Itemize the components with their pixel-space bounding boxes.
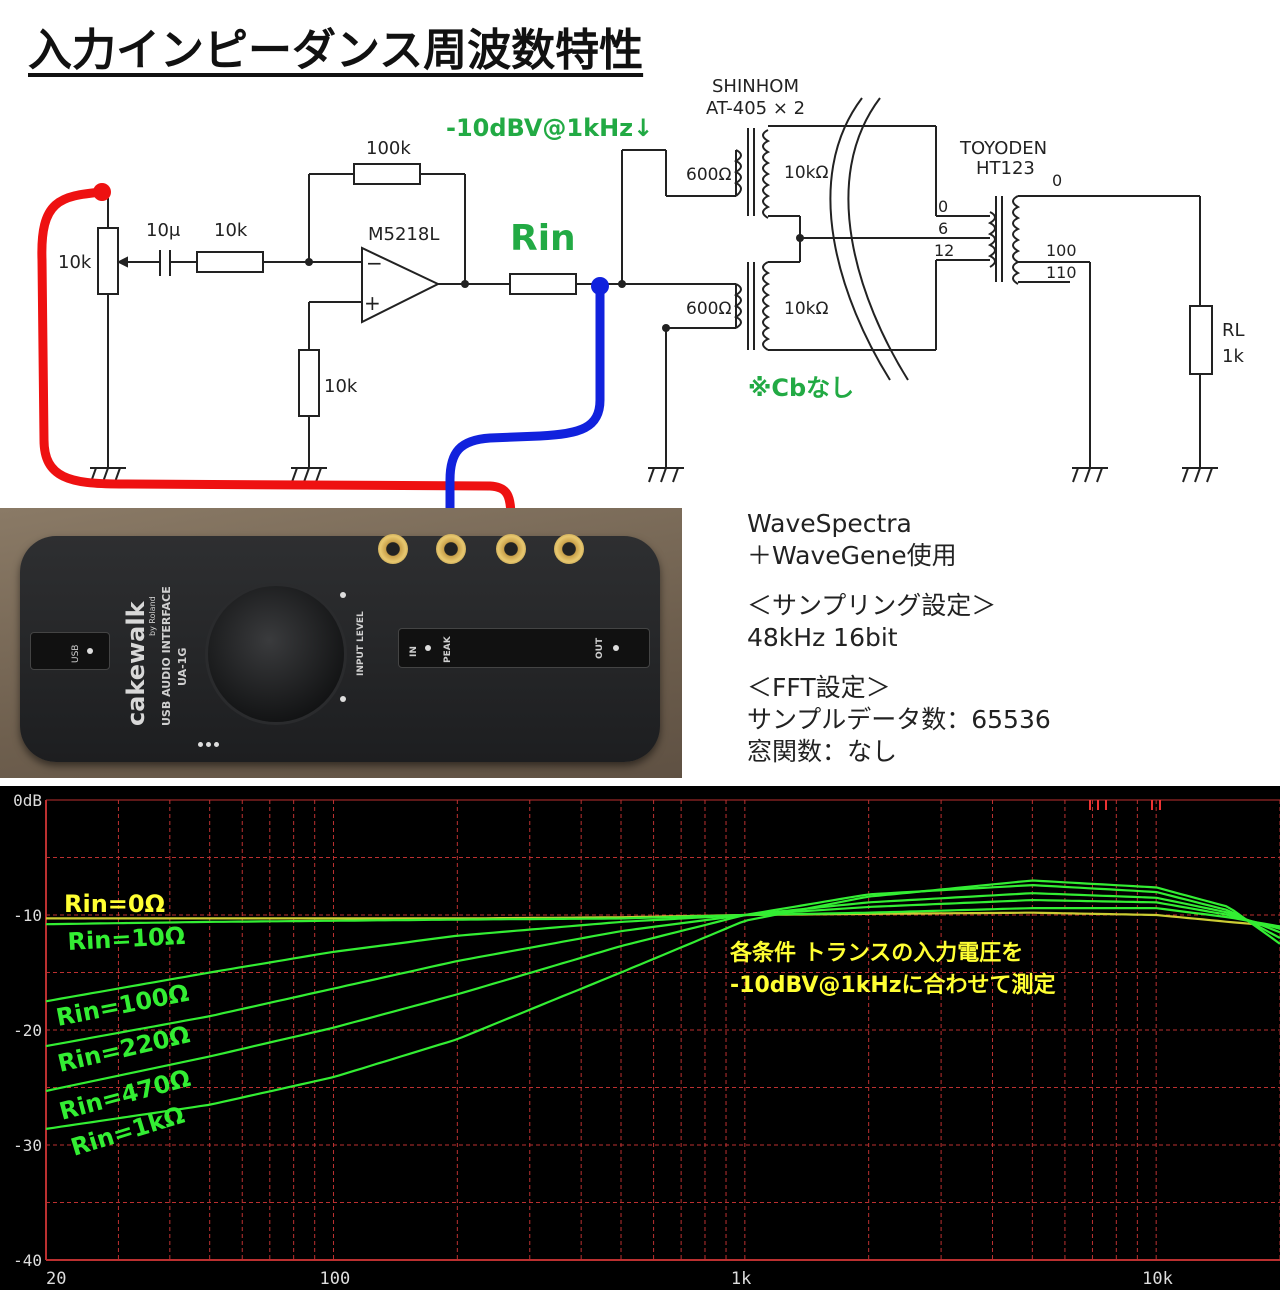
series-line: [45, 906, 1280, 928]
resistor-10k-in: [196, 251, 264, 273]
rfb-label: 100k: [366, 138, 411, 159]
resistor-rin: [509, 273, 577, 295]
measurement-notes: WaveSpectra ＋WaveGene使用 ＜サンプリング設定＞ 48kHz…: [747, 508, 1051, 768]
audio-interface-body: USB cakewalk by Roland USB AUDIO INTERFA…: [20, 534, 660, 762]
y-tick-label: -10: [13, 906, 42, 925]
note-line: 48kHz 16bit: [747, 623, 898, 652]
chart-annotation: 各条件 トランスの入力電圧を: [729, 940, 1023, 966]
sec-bot-label: 10kΩ: [784, 299, 828, 319]
rl-value: 1k: [1222, 346, 1244, 367]
note-line: 窓関数：なし: [747, 737, 898, 766]
cap-label: 10μ: [146, 220, 181, 241]
knob-marker: [340, 592, 346, 598]
out-led: [613, 645, 619, 651]
resistor-100k-fb: [353, 163, 421, 185]
trans1-name: SHINHOM: [712, 76, 799, 97]
resistor-10k-gnd: [298, 349, 320, 417]
sec-top-label: 10kΩ: [784, 163, 828, 183]
x-tick-label: 100: [320, 1269, 351, 1289]
opamp-plus: +: [364, 291, 381, 315]
rca-jack: [378, 534, 408, 564]
audio-interface-photo: USB cakewalk by Roland USB AUDIO INTERFA…: [0, 508, 682, 778]
usb-panel: USB: [30, 632, 110, 670]
circuit-schematic: 10k 10μ 10k 100k M5218L − + 10k Rin -10d…: [37, 76, 1245, 508]
t2-in-12: 12: [934, 241, 954, 260]
series-line: [45, 883, 1280, 1093]
model-line2: UA-1G: [176, 647, 189, 686]
red-probe-wire: [37, 187, 516, 508]
rca-jack: [496, 534, 526, 564]
note-line: ＜FFT設定＞: [747, 673, 891, 702]
rgnd-label: 10k: [324, 376, 358, 397]
ground-symbol: [1182, 467, 1218, 483]
series-label: Rin=10Ω: [67, 922, 186, 956]
usb-led: [87, 648, 93, 654]
y-tick-label: -40: [13, 1251, 42, 1270]
page-title: 入力インピーダンス周波数特性: [28, 25, 644, 76]
resistor-rl: [1189, 305, 1213, 375]
t2-in-0: 0: [938, 197, 948, 216]
out-label: OUT: [595, 637, 605, 659]
ground-symbol: [648, 467, 684, 483]
input-pot: [97, 227, 119, 295]
note-line: ＋WaveGene使用: [747, 541, 957, 570]
in-label: IN: [409, 646, 419, 657]
trans2-model: HT123: [976, 158, 1035, 179]
status-led: [206, 742, 211, 747]
ground-symbol: [1072, 467, 1108, 483]
knob-marker: [340, 696, 346, 702]
t2-out-110: 110: [1046, 263, 1077, 282]
trans2-name: TOYODEN: [959, 138, 1047, 159]
x-tick-label: 10k: [1142, 1269, 1173, 1289]
opamp-minus: −: [366, 251, 383, 275]
y-tick-label: -20: [13, 1021, 42, 1040]
series-line: [45, 898, 1280, 1003]
t2-out-100: 100: [1046, 241, 1077, 260]
pri-top-label: 600Ω: [686, 165, 731, 185]
rin-label: Rin: [510, 218, 576, 259]
trans1-model: AT-405 × 2: [706, 98, 805, 119]
pri-bot-label: 600Ω: [686, 299, 731, 319]
rl-name: RL: [1222, 320, 1245, 341]
rca-jack: [436, 534, 466, 564]
y-tick-label: -30: [13, 1136, 42, 1155]
blue-probe-wire: [445, 281, 605, 508]
usb-label: USB: [71, 644, 81, 663]
io-panel: IN PEAK OUT: [398, 628, 650, 668]
level-label: -10dBV@1kHz↓: [446, 114, 653, 142]
rca-jack: [554, 534, 584, 564]
y-tick-label: 0dB: [13, 791, 42, 810]
status-led: [198, 742, 203, 747]
opamp-label: M5218L: [368, 224, 439, 245]
peak-label: PEAK: [443, 636, 453, 663]
cb-note: ※Cbなし: [748, 374, 854, 402]
input-level-label: INPUT LEVEL: [356, 611, 366, 676]
x-tick-label: 1k: [731, 1269, 751, 1289]
status-led: [214, 742, 219, 747]
brand-by: by Roland: [148, 596, 157, 636]
brand-logo: cakewalk: [122, 601, 150, 726]
rin-resistor-label: 10k: [214, 220, 248, 241]
model-line1: USB AUDIO INTERFACE: [160, 586, 173, 726]
note-line: WaveSpectra: [747, 509, 912, 538]
t2-in-6: 6: [938, 219, 948, 238]
note-line: サンプルデータ数：65536: [747, 705, 1051, 734]
pot-label: 10k: [58, 252, 92, 273]
opamp-symbol: [361, 246, 441, 324]
chart-annotation: -10dBV@1kHzに合わせて測定: [730, 972, 1056, 998]
series-line: [45, 892, 1280, 1048]
note-line: ＜サンプリング設定＞: [747, 591, 997, 620]
series-label: Rin=0Ω: [64, 890, 165, 918]
input-level-knob[interactable]: [208, 586, 344, 722]
series-line: [45, 879, 1280, 1130]
x-tick-label: 20: [46, 1269, 66, 1289]
in-led: [425, 645, 431, 651]
t2-out-0: 0: [1052, 171, 1062, 190]
ground-symbol: [291, 467, 327, 483]
